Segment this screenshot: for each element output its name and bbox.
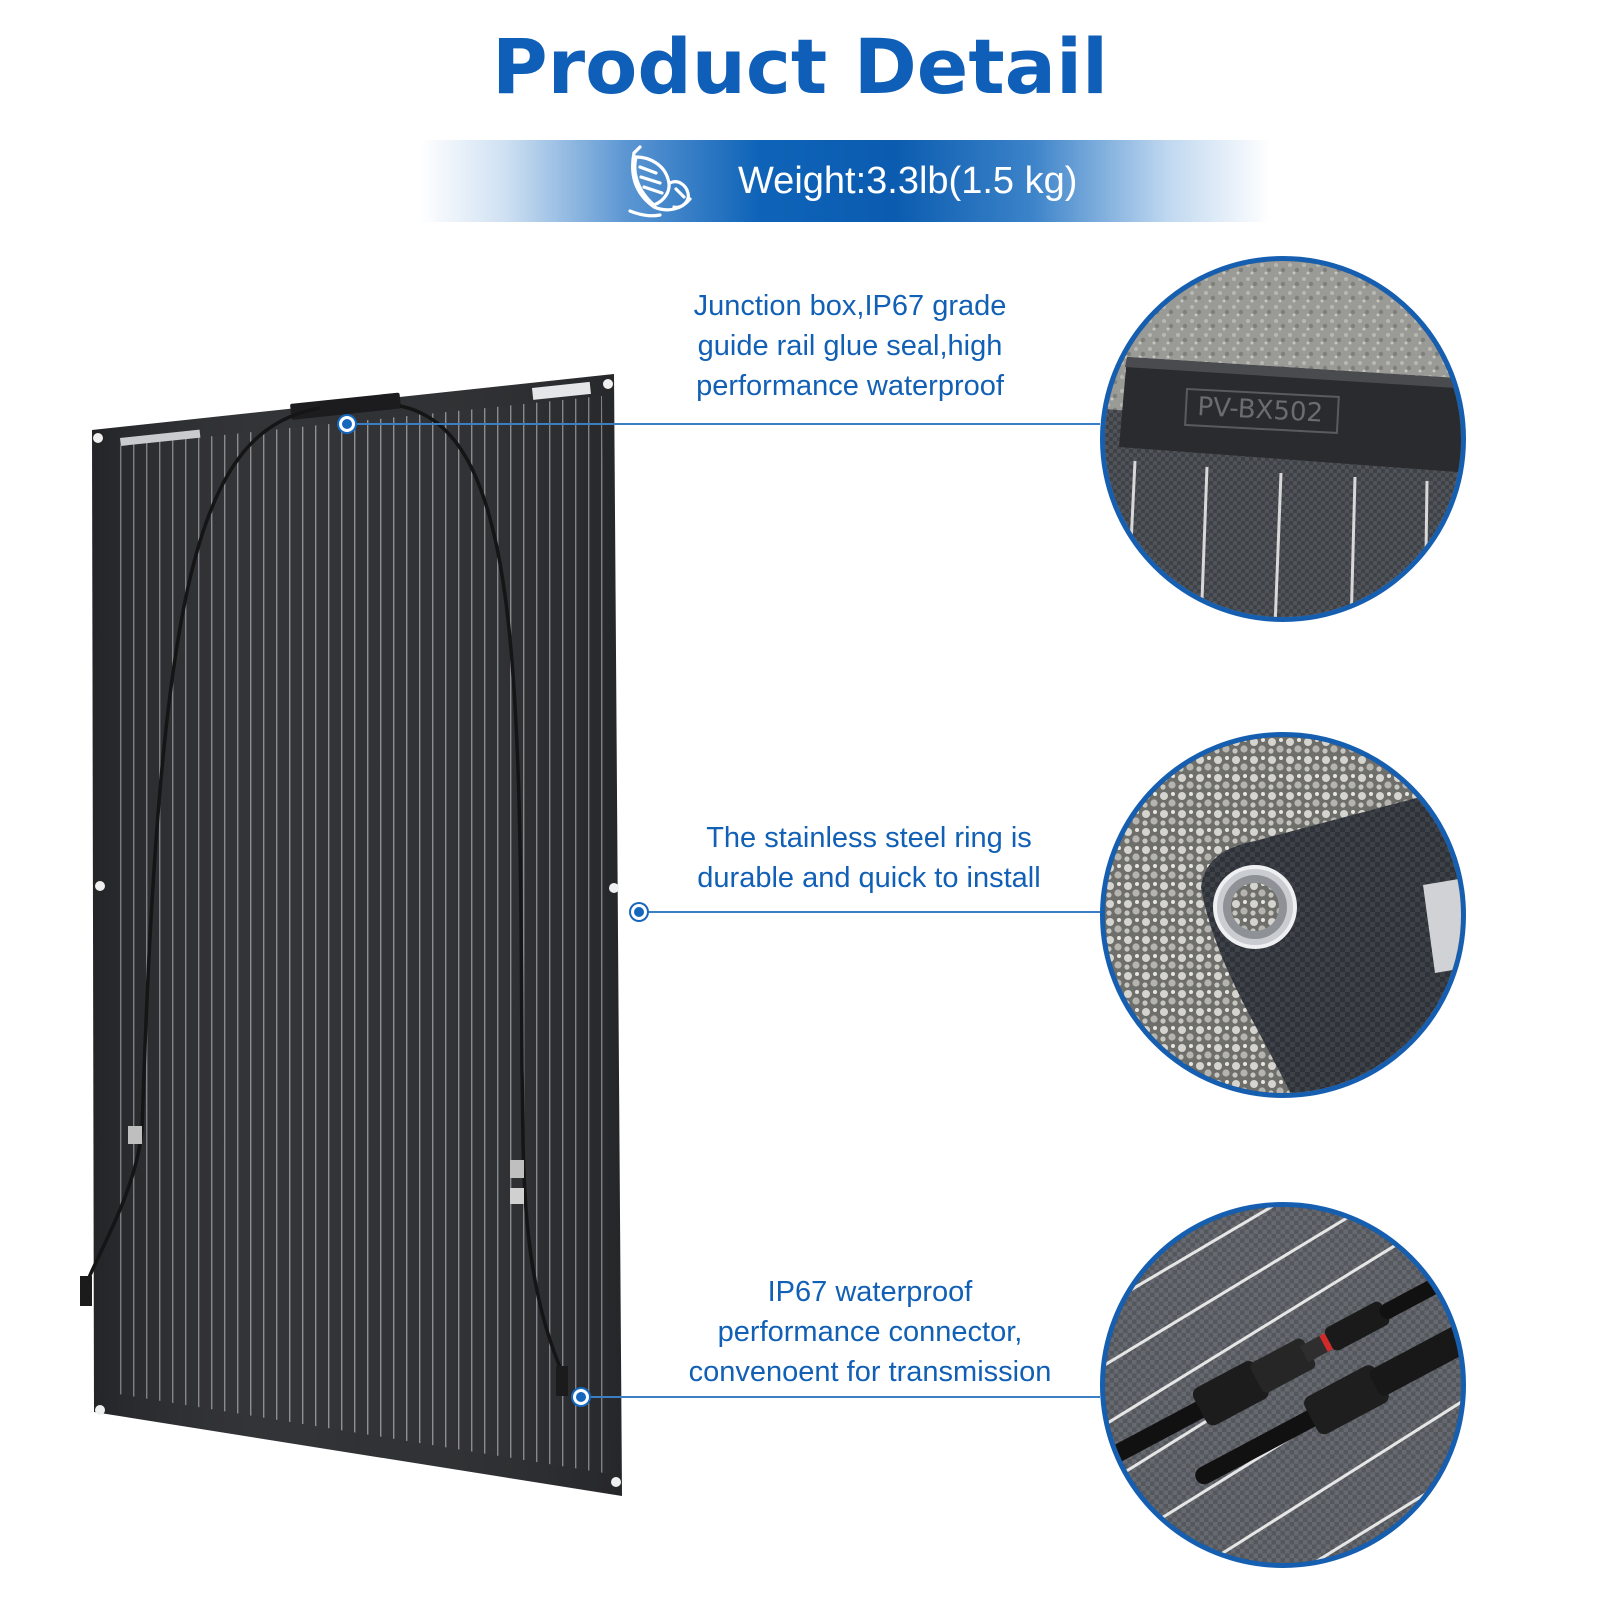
junction-box-closeup-image: PV-BX502 <box>1105 261 1461 617</box>
page-title: Product Detail <box>491 22 1109 111</box>
weight-banner: Weight:3.3lb(1.5 kg) <box>420 140 1270 222</box>
callout-1-line-2: guide rail glue seal,high <box>697 330 1003 362</box>
junction-box-leader-line <box>348 423 1100 425</box>
callout-3-line-2: performance connector, <box>717 1316 1023 1348</box>
junction-box-closeup: PV-BX502 <box>1100 256 1466 622</box>
feather-icon <box>628 145 692 218</box>
steel-ring-leader-line <box>640 911 1100 913</box>
steel-ring-closeup-image <box>1105 737 1461 1093</box>
flexible-solar-panel-image <box>80 374 622 1496</box>
connector-leader-line <box>582 1396 1100 1398</box>
callout-1-line-3: performance waterproof <box>696 370 1004 402</box>
steel-ring-marker <box>634 907 644 917</box>
connector-marker <box>576 1392 586 1402</box>
steel-ring-callout: The stainless steel ring is durable and … <box>676 818 1062 898</box>
junction-box-marker <box>342 419 352 429</box>
steel-ring-closeup <box>1100 732 1466 1098</box>
callout-3-line-3: convenoent for transmission <box>688 1356 1052 1388</box>
connector-closeup <box>1100 1202 1466 1568</box>
junction-box-callout: Junction box,IP67 grade guide rail glue … <box>672 286 1028 406</box>
callout-2-line-2: durable and quick to install <box>697 862 1041 894</box>
callout-3-line-1: IP67 waterproof <box>767 1276 973 1308</box>
connector-callout: IP67 waterproof performance connector, c… <box>660 1272 1080 1392</box>
callout-2-line-1: The stainless steel ring is <box>706 822 1032 854</box>
junction-box-marking: PV-BX502 <box>1197 392 1324 429</box>
callout-1-line-1: Junction box,IP67 grade <box>693 290 1007 322</box>
connector-closeup-image <box>1105 1207 1461 1563</box>
weight-label: Weight:3.3lb(1.5 kg) <box>738 160 1078 202</box>
